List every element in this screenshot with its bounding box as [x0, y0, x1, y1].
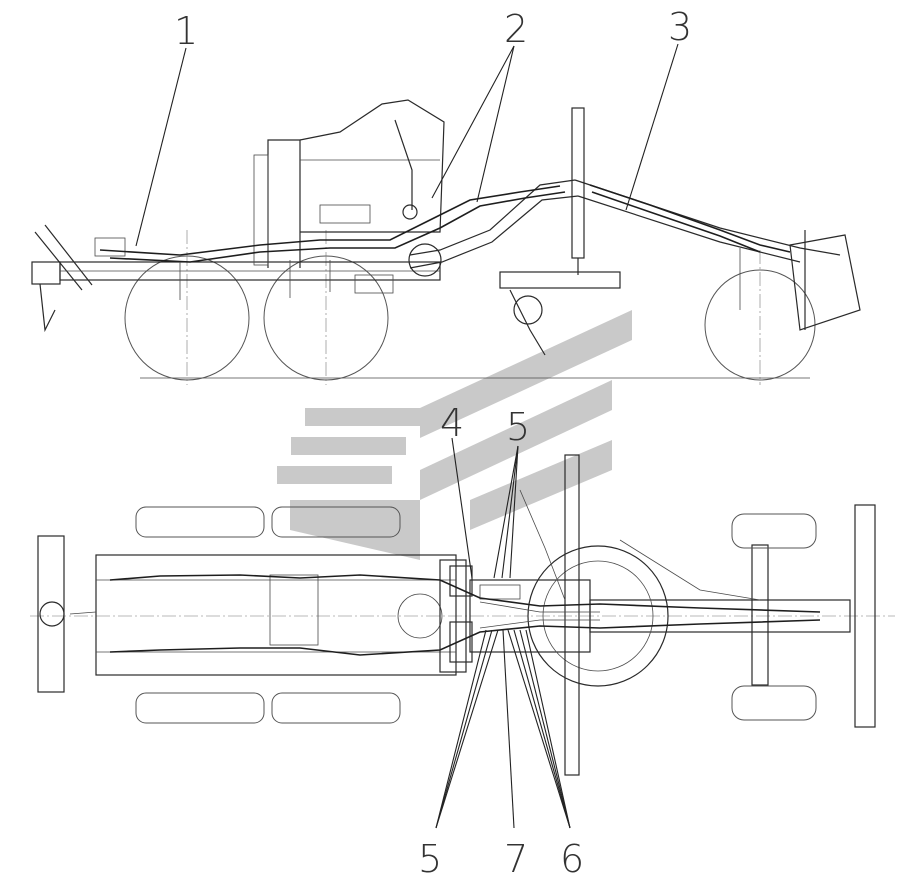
side-view [31, 99, 861, 385]
callout-2: 2 [504, 7, 528, 51]
callout-4: 4 [440, 401, 464, 445]
callouts: 1 2 3 4 5 5 7 6 [174, 5, 692, 881]
callout-5-bottom: 5 [418, 837, 442, 881]
callout-6: 6 [560, 837, 584, 881]
callout-1: 1 [174, 9, 198, 53]
leader-lines [135, 43, 679, 829]
watermark-logo [277, 310, 632, 560]
plan-view [30, 454, 895, 776]
callout-3: 3 [668, 5, 692, 49]
callout-7: 7 [504, 837, 528, 881]
callout-5-top: 5 [506, 405, 530, 449]
